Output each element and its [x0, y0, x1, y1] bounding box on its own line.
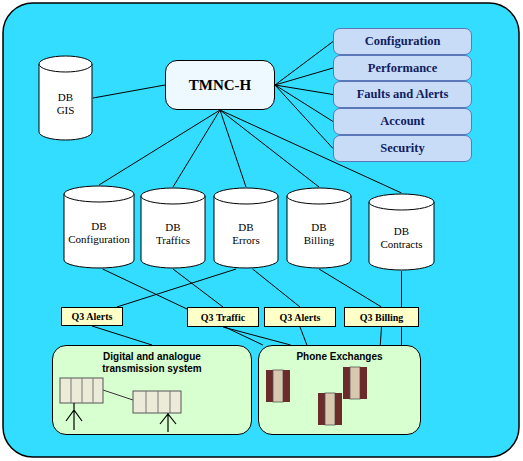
interface-box: Q3 Billing	[344, 307, 419, 327]
node-label: Q3 Alerts	[72, 311, 113, 322]
connector-line	[275, 68, 333, 85]
function-box: Performance	[333, 55, 472, 81]
equipment-rack	[60, 378, 103, 403]
rack-divider	[82, 378, 83, 403]
exchange-cabinets	[266, 367, 367, 425]
node-label: Security	[380, 141, 424, 156]
cabinet-side	[335, 393, 342, 425]
connector-line	[99, 110, 220, 185]
cabinet-front	[325, 393, 335, 425]
db-cylinder: DB Configuration	[63, 185, 135, 269]
cylinder-top	[214, 188, 278, 204]
connector-line	[92, 326, 152, 345]
connector-line	[173, 110, 220, 187]
node-label: Q3 Traffic	[201, 312, 245, 323]
function-box: Account	[333, 108, 472, 135]
rack-divider	[146, 391, 147, 413]
node-label: Faults and Alerts	[357, 87, 449, 102]
node-label: Configuration	[365, 34, 441, 49]
node-label: DB GIS	[57, 91, 75, 116]
cabinet-side	[283, 370, 290, 402]
system-group-box: Digital and analogue transmission system	[52, 345, 252, 435]
antenna-symbol	[66, 403, 82, 430]
node-label: DB Errors	[232, 221, 260, 246]
system-box: TMNC-H	[165, 60, 275, 110]
label-wrapper: DB Contracts	[368, 209, 435, 267]
db-cylinder: DB Contracts	[368, 193, 435, 271]
connector-line	[93, 85, 165, 98]
outer-frame	[3, 3, 519, 457]
label-wrapper: DB Billing	[286, 203, 352, 265]
cylinder-top	[141, 188, 205, 204]
node-label: DB Billing	[304, 221, 335, 246]
interface-box: Q3 Alerts	[61, 307, 123, 326]
node-label: Q3 Alerts	[280, 312, 321, 323]
system-group-box: Phone Exchanges	[258, 345, 421, 435]
label-wrapper: DB Errors	[213, 203, 279, 265]
db-cylinder: DB GIS	[38, 55, 93, 141]
cylinder-top	[39, 56, 92, 72]
cabinet-side	[318, 393, 325, 425]
transmission-equipment	[60, 378, 181, 432]
interface-box: Q3 Alerts	[264, 307, 336, 327]
label-wrapper: DB Configuration	[63, 201, 135, 265]
node-label: TMNC-H	[189, 77, 252, 94]
connector-line	[275, 85, 333, 95]
interface-box: Q3 Traffic	[187, 307, 259, 327]
cylinder-body	[39, 64, 92, 140]
cylinder-top	[64, 186, 134, 202]
cabinet-front	[350, 367, 360, 399]
label-wrapper: DB Traffics	[140, 203, 206, 265]
connector-line	[300, 327, 307, 345]
cylinder-top	[287, 188, 351, 204]
cylinder-top	[369, 194, 434, 210]
node-label: DB Traffics	[156, 221, 190, 246]
connector-line	[275, 42, 333, 86]
db-cylinder: DB Billing	[286, 187, 352, 269]
node-label: Account	[380, 114, 424, 129]
cylinder-body	[214, 196, 278, 268]
transmission-link	[103, 390, 133, 400]
node-label: DB Configuration	[68, 220, 130, 245]
node-label: DB Contracts	[380, 225, 422, 250]
cylinder-body	[369, 202, 434, 270]
node-label: Phone Exchanges	[281, 351, 399, 363]
node-label: Performance	[368, 61, 437, 76]
cabinet-side	[343, 367, 350, 399]
function-box: Security	[333, 135, 472, 162]
connector-line	[173, 269, 223, 307]
db-cylinder: DB Errors	[213, 187, 279, 269]
antenna-symbol	[160, 413, 176, 432]
label-wrapper: DB GIS	[38, 71, 93, 137]
connector-line	[380, 327, 381, 345]
cabinet-side	[266, 370, 273, 402]
cylinder-body	[141, 196, 205, 268]
rack-divider	[93, 378, 94, 403]
db-cylinder: DB Traffics	[140, 187, 206, 269]
cylinder-body	[287, 196, 351, 268]
function-box: Configuration	[333, 28, 472, 55]
node-label: Digital and analogue transmission system	[93, 351, 211, 375]
cabinet-front	[273, 370, 283, 402]
connector-line	[103, 269, 263, 345]
cabinet-side	[360, 367, 367, 399]
rack-divider	[158, 391, 159, 413]
connector-line	[117, 269, 236, 307]
function-box: Faults and Alerts	[333, 81, 472, 108]
connector-line	[220, 110, 246, 187]
connector-line	[253, 269, 300, 307]
connector-line	[319, 269, 382, 307]
equipment-rack	[133, 391, 181, 413]
cylinder-body	[64, 194, 134, 268]
rack-divider	[71, 378, 72, 403]
node-label: Q3 Billing	[360, 312, 404, 323]
rack-divider	[170, 391, 171, 413]
